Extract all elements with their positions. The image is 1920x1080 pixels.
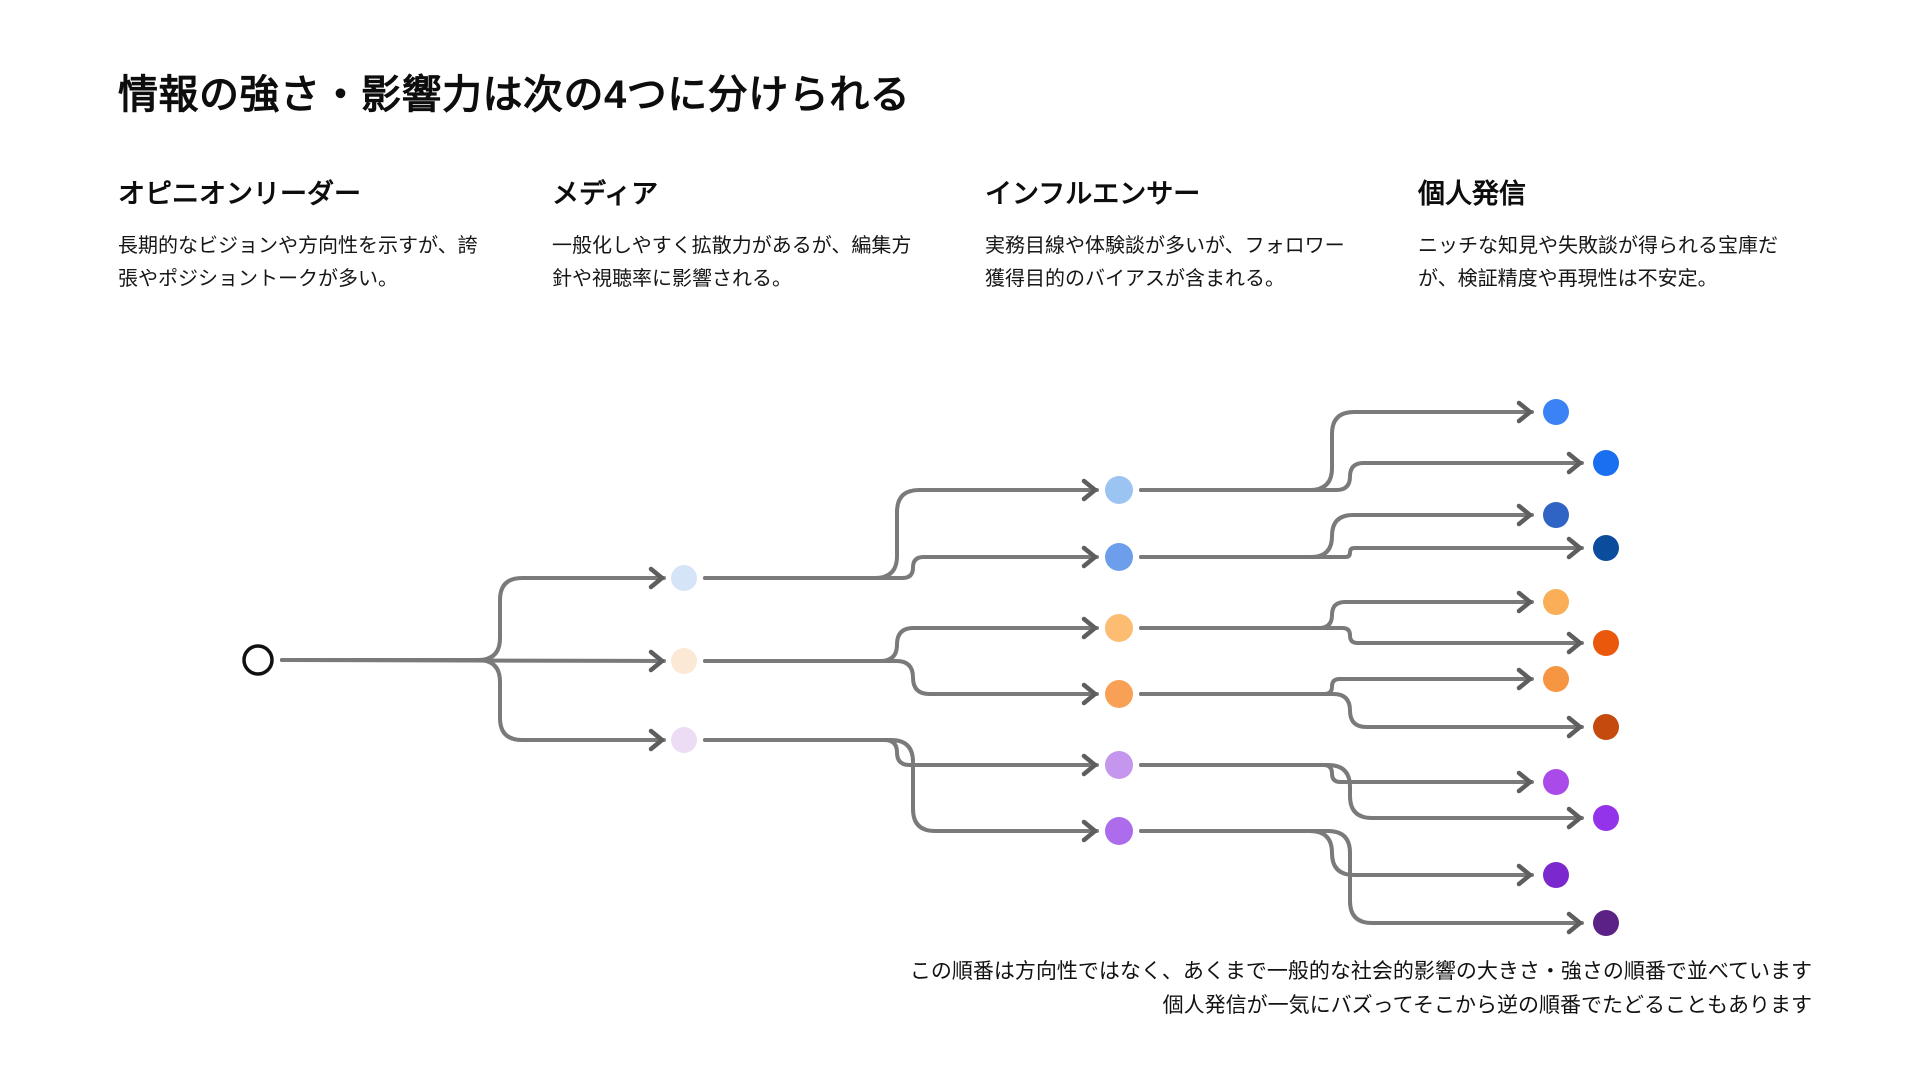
arrowhead	[1566, 715, 1583, 739]
link-root-to-l2-0	[280, 576, 666, 662]
arrowhead	[1516, 503, 1533, 527]
node-leaf-3	[1593, 535, 1619, 561]
link-l3-4-to-leaf-8	[1139, 763, 1534, 784]
link-l3-2-to-leaf-5	[1139, 626, 1584, 645]
link-l2-1-to-l3-3	[703, 659, 1099, 696]
node-l2-0	[671, 565, 697, 591]
node-l3-4	[1105, 751, 1133, 779]
column-individual-post: 個人発信 ニッチな知見や失敗談が得られる宝庫だが、検証精度や再現性は不安定。	[1418, 178, 1790, 295]
node-l3-2	[1105, 614, 1133, 642]
arrowhead	[1516, 400, 1533, 424]
arrowhead	[648, 566, 665, 590]
arrowhead	[1516, 590, 1533, 614]
node-leaf-9	[1593, 805, 1619, 831]
column-description: 実務目線や体験談が多いが、フォロワー獲得目的のバイアスが含まれる。	[985, 235, 1345, 290]
column-influencer: インフルエンサー 実務目線や体験談が多いが、フォロワー獲得目的のバイアスが含まれ…	[985, 178, 1357, 295]
node-l3-1	[1105, 543, 1133, 571]
node-l3-5	[1105, 817, 1133, 845]
node-leaf-1	[1593, 450, 1619, 476]
column-description: ニッチな知見や失敗談が得られる宝庫だが、検証精度や再現性は不安定。	[1418, 235, 1778, 290]
tree-links	[280, 410, 1584, 925]
link-l2-2-to-l3-4	[703, 738, 1099, 767]
tree-nodes	[242, 399, 1619, 936]
arrowhead	[1081, 682, 1098, 706]
footnote-line-1: この順番は方向性ではなく、あくまで一般的な社会的影響の大きさ・強さの順番で並べて…	[909, 960, 1812, 983]
column-description: 長期的なビジョンや方向性を示すが、誇張やポジショントークが多い。	[118, 235, 478, 290]
node-leaf-8	[1543, 769, 1569, 795]
node-leaf-5	[1593, 630, 1619, 656]
link-l3-5-to-leaf-10	[1139, 829, 1534, 877]
column-opinion-leader: オピニオンリーダー 長期的なビジョンや方向性を示すが、誇張やポジショントークが多…	[118, 178, 490, 295]
node-leaf-10	[1543, 862, 1569, 888]
node-leaf-6	[1543, 666, 1569, 692]
link-l3-3-to-leaf-7	[1139, 692, 1584, 729]
link-l3-3-to-leaf-6	[1139, 677, 1534, 696]
node-leaf-11	[1593, 910, 1619, 936]
arrowhead	[1081, 478, 1098, 502]
footnote-line-2: 個人発信が一気にバズってそこから逆の順番でたどることもあります	[1162, 994, 1812, 1018]
link-root-to-l2-2	[280, 658, 666, 742]
node-leaf-7	[1593, 714, 1619, 740]
node-leaf-2	[1543, 502, 1569, 528]
arrowhead	[1081, 616, 1098, 640]
link-l3-2-to-leaf-4	[1139, 600, 1534, 630]
node-l2-1	[671, 648, 697, 674]
arrowhead	[1516, 770, 1533, 794]
column-heading: インフルエンサー	[985, 179, 1201, 209]
link-l3-1-to-leaf-3	[1139, 546, 1584, 559]
arrowhead	[1566, 911, 1583, 935]
arrowhead	[648, 649, 665, 673]
arrowhead	[1566, 536, 1583, 560]
footnote-block: この順番は方向性ではなく、あくまで一般的な社会的影響の大きさ・強さの順番で並べて…	[0, 955, 1812, 1023]
node-leaf-4	[1543, 589, 1569, 615]
arrowhead	[1081, 753, 1098, 777]
column-heading: オピニオンリーダー	[118, 179, 361, 209]
page-title: 情報の強さ・影響力は次の4つに分けられる	[118, 73, 911, 117]
link-l2-2-to-l3-5	[703, 738, 1099, 833]
link-l3-5-to-leaf-11	[1139, 829, 1584, 925]
column-media: メディア 一般化しやすく拡散力があるが、編集方針や視聴率に影響される。	[552, 178, 924, 295]
column-heading: 個人発信	[1418, 179, 1526, 209]
arrowhead	[1516, 667, 1533, 691]
arrowhead	[648, 728, 665, 752]
link-l2-0-to-l3-1	[703, 555, 1099, 580]
node-l3-3	[1105, 680, 1133, 708]
arrowhead	[1081, 545, 1098, 569]
link-l3-0-to-leaf-1	[1139, 461, 1584, 492]
root-node	[242, 644, 274, 676]
link-l2-1-to-l3-2	[703, 626, 1099, 663]
arrowhead	[1566, 451, 1583, 475]
column-heading: メディア	[552, 179, 659, 209]
arrowhead	[1566, 806, 1583, 830]
link-l2-0-to-l3-0	[703, 488, 1099, 580]
link-root-to-l2-1	[280, 658, 666, 663]
tree-arrowheads	[648, 400, 1583, 935]
node-l2-2	[671, 727, 697, 753]
column-description: 一般化しやすく拡散力があるが、編集方針や視聴率に影響される。	[552, 235, 912, 290]
node-leaf-0	[1543, 399, 1569, 425]
node-l3-0	[1105, 476, 1133, 504]
arrowhead	[1081, 819, 1098, 843]
link-l3-4-to-leaf-9	[1139, 763, 1584, 820]
link-l3-1-to-leaf-2	[1139, 513, 1534, 559]
arrowhead	[1566, 631, 1583, 655]
link-l3-0-to-leaf-0	[1139, 410, 1534, 492]
arrowhead	[1516, 863, 1533, 887]
